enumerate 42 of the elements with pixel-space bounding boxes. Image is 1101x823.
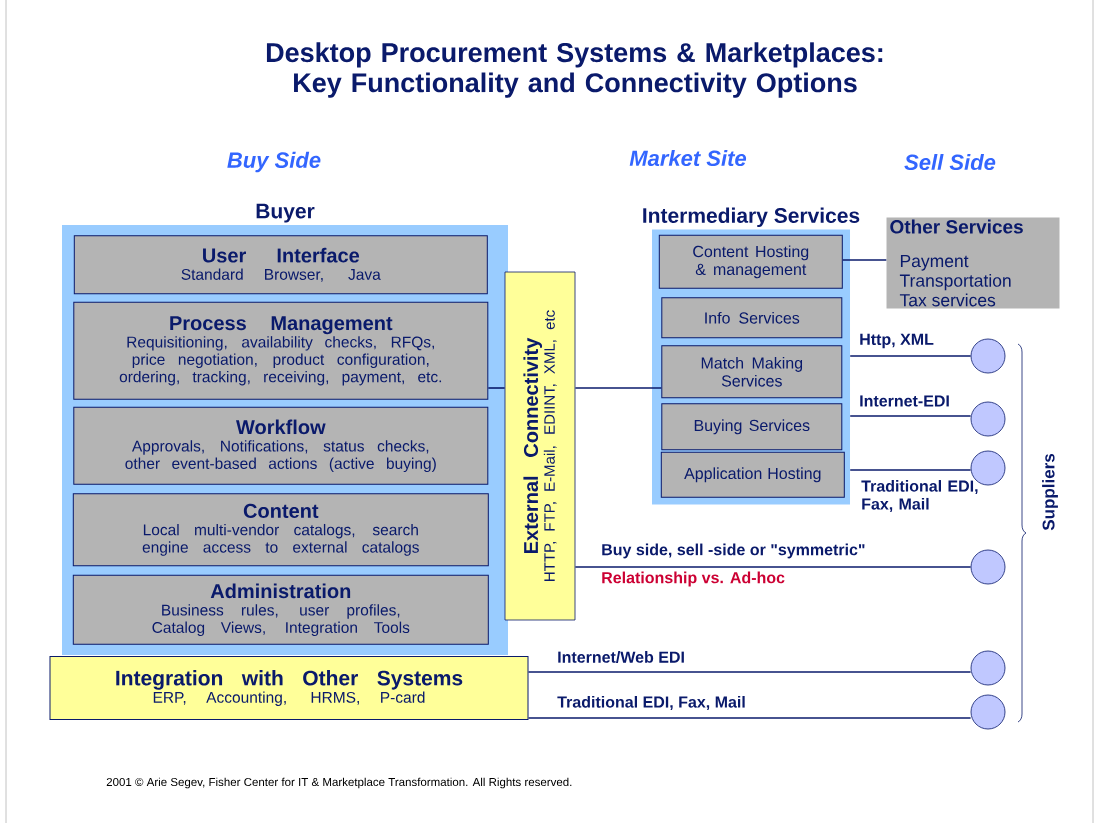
supplier-circle <box>970 694 1006 730</box>
column-heading: Buy Side <box>227 151 321 173</box>
edge-label: Internet-EDI <box>860 395 949 407</box>
note: Relationship vs. Ad-hoc <box>602 571 785 587</box>
process-box: Content Hosting & management <box>658 234 843 289</box>
edge-label: Buy side, sell -side or "symmetric" <box>602 543 865 559</box>
edge-label: Traditional EDI, Fax, Mail <box>861 480 978 512</box>
connector-line <box>849 469 972 471</box>
supplier-circle <box>970 401 1006 437</box>
process-box: Application Hosting <box>660 451 845 498</box>
copyright-note: 2001 © Arie Segev, Fisher Center for IT & Marketplace Transformation. All Rights reserved. <box>106 777 572 789</box>
edge-label: Traditional EDI, Fax, Mail <box>557 696 745 711</box>
process-box: Administration Business rules, user profiles, Catalog Views, Integration Tools <box>72 574 489 645</box>
process-box: Match Making Services <box>661 345 843 399</box>
connector-line <box>849 355 972 357</box>
column-heading: Market Site <box>629 149 747 167</box>
connectivity-box: External Connectivity HTTP, FTP, E-Mail, EDIINT, XML, etc <box>504 271 576 621</box>
connector-line <box>574 566 972 568</box>
supplier-circle <box>970 650 1006 686</box>
process-box: Buying Services <box>661 403 843 451</box>
connector-line <box>527 717 972 719</box>
supplier-circle <box>970 338 1006 374</box>
column-heading: Sell Side <box>904 153 996 171</box>
supplier-circle <box>970 549 1006 585</box>
process-box: Content Local multi-vendor catalogs, search engine access to external catalogs <box>72 493 489 567</box>
edge-label: Http, XML <box>860 333 934 349</box>
connector-line <box>487 387 506 389</box>
connector-line <box>527 671 972 673</box>
connector-line <box>849 415 972 417</box>
title: Desktop Procurement Systems & Marketplaces: Key Functionality and Connectivity Options <box>266 42 883 98</box>
connector-line <box>574 387 663 389</box>
process-box: Process Management Requisitioning, availability checks, RFQs, price negotiation, product configuration, ordering, tracking, receiving, payment, etc. <box>73 301 489 400</box>
edge-label: Internet/Web EDI <box>558 651 684 663</box>
connector-line <box>842 259 888 261</box>
process-box: Workflow Approvals, Notifications, status checks, other event-based actions (active buying) <box>73 406 489 485</box>
node-label: Intermediary Services <box>643 207 860 228</box>
process-box: User Interface Standard Browser, Java <box>73 235 488 295</box>
services-box: Other Services Payment Transportation Tax services <box>886 217 1060 309</box>
process-box: Info Services <box>661 297 843 339</box>
integration-box: Integration with Other Systems ERP, Accounting, HRMS, P-card <box>49 656 529 720</box>
node-label: Buyer <box>256 203 315 223</box>
group-label: Suppliers <box>1042 453 1058 531</box>
